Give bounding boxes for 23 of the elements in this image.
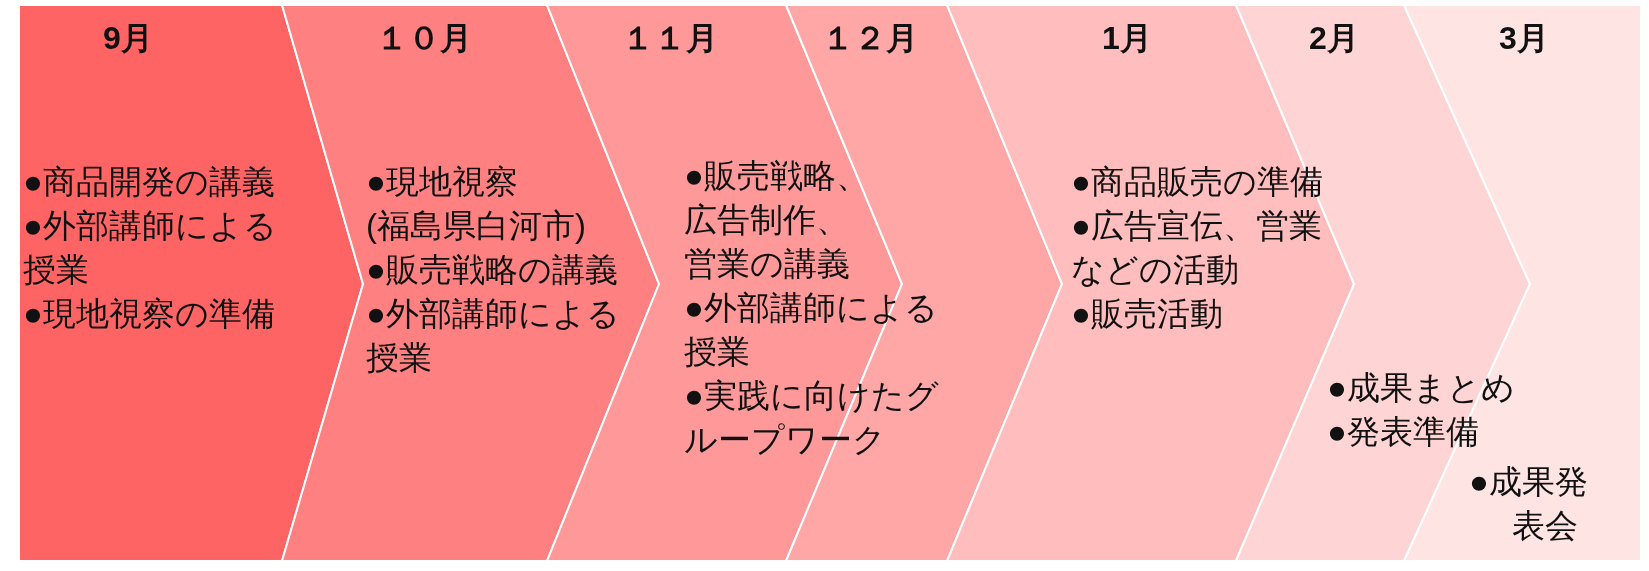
bullet-text: ●外部講師による授業 <box>684 288 939 372</box>
month-heading: １１月 <box>621 19 719 58</box>
bullet-text: ●販売戦略、広告制作、営業の講義 <box>684 156 870 284</box>
bullet-text: (福島県白河市) <box>366 206 587 246</box>
bullet-text: ●成果発表会 <box>1469 462 1589 546</box>
month-heading: 1月 <box>1101 19 1153 58</box>
bullet-text: ●外部講師による授業 <box>366 294 621 378</box>
bullet-text: ●販売活動 <box>1071 294 1224 334</box>
bullet-text: ●実践に向けたグループワーク <box>684 376 940 460</box>
bullet-text: ●商品開発の講義 <box>23 162 276 202</box>
bullet-text: ●成果まとめ <box>1327 368 1516 408</box>
month-heading: 3月 <box>1498 19 1550 58</box>
month-heading: １２月 <box>821 19 919 58</box>
bullet-text: ●販売戦略の講義 <box>366 250 619 290</box>
month-heading: 9月 <box>102 19 154 58</box>
bullet-text: ●外部講師による授業 <box>23 206 278 290</box>
bullet-text: ●現地視察 <box>366 162 519 202</box>
month-heading: １０月 <box>375 19 473 58</box>
bullet-text: ●現地視察の準備 <box>23 294 276 334</box>
bullet-text: ●商品販売の準備 <box>1071 162 1324 202</box>
bullet-text: ●発表準備 <box>1327 412 1480 452</box>
month-heading: 2月 <box>1308 19 1360 58</box>
bullet-text: ●広告宣伝、営業などの活動 <box>1071 206 1323 290</box>
